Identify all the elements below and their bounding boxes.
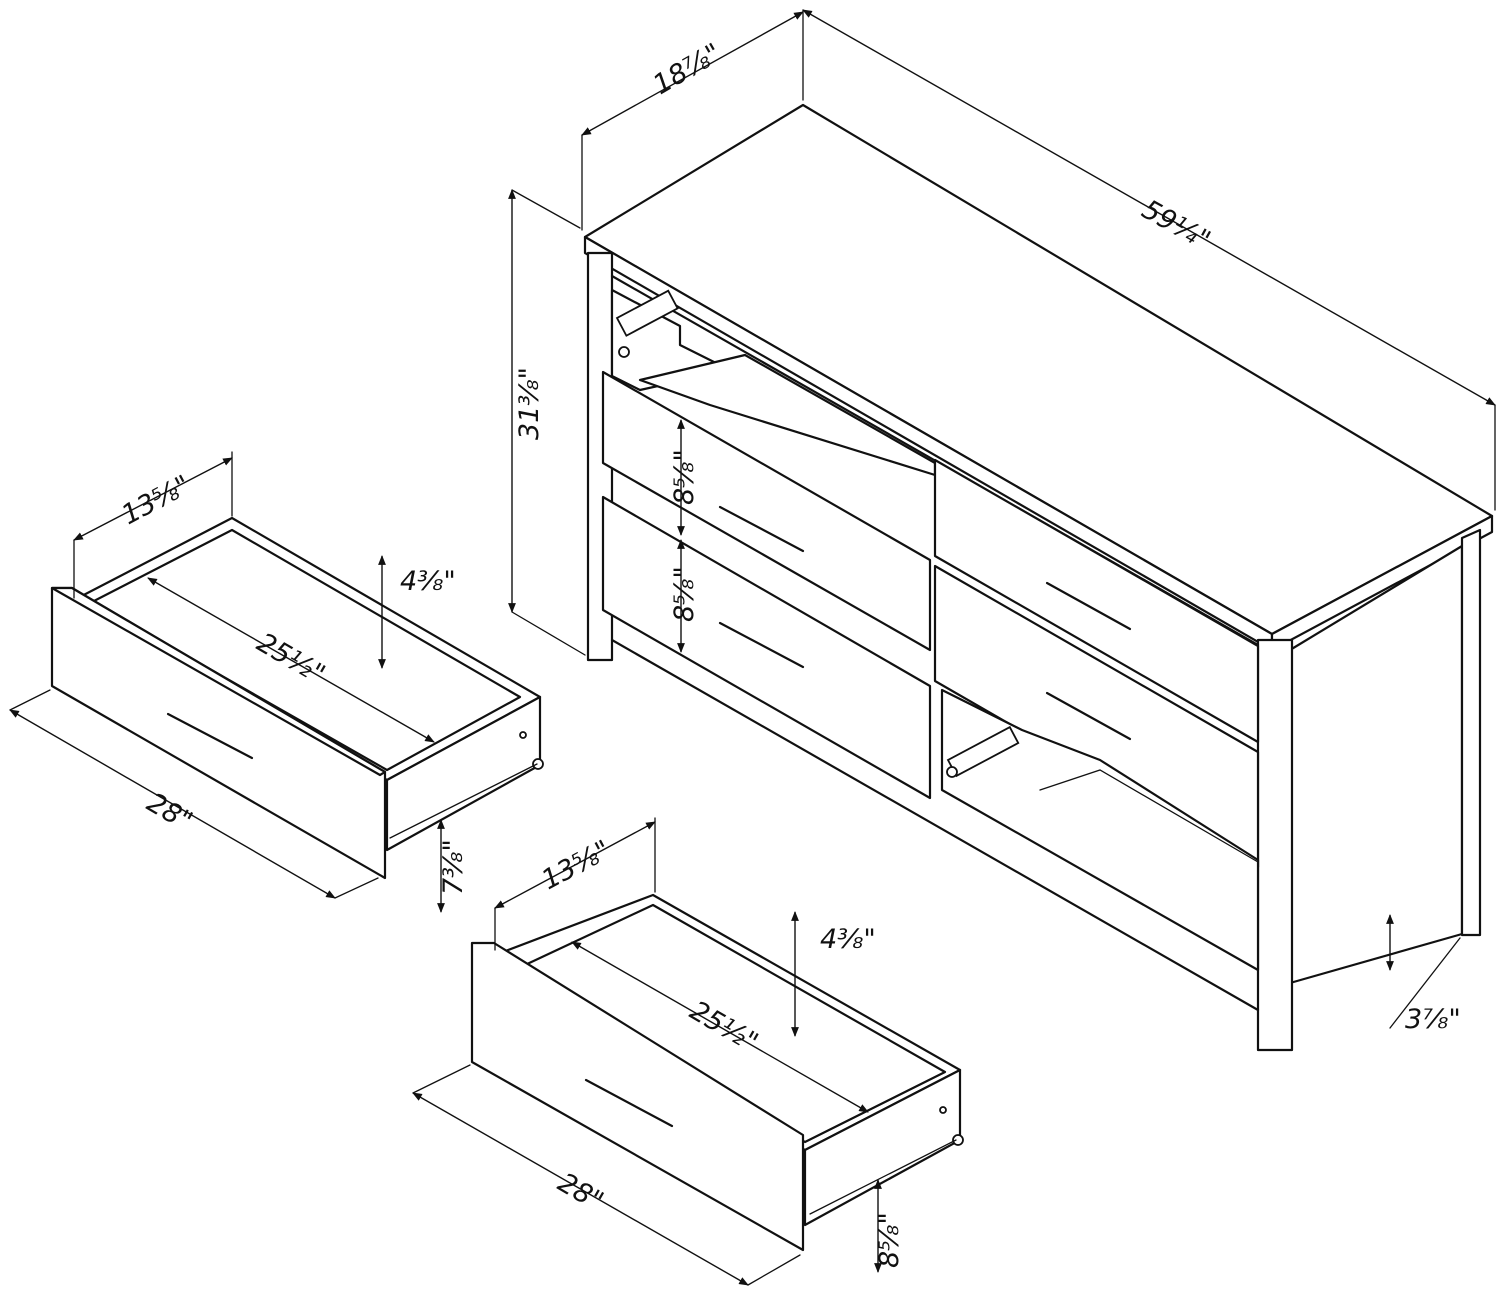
drawer-left-depth-line bbox=[73, 457, 233, 541]
drawer-bottom-depth-line bbox=[494, 821, 656, 909]
slide-roller bbox=[532, 758, 544, 770]
leg-clearance-label: 3⅞" bbox=[1405, 1004, 1461, 1035]
drawer-left-width-label: 28" bbox=[142, 787, 198, 837]
width-dimension-line bbox=[802, 9, 1496, 406]
extension-line bbox=[747, 1254, 801, 1286]
dresser-leg-back-right bbox=[1460, 528, 1482, 937]
drawer-slide-rail bbox=[809, 1139, 957, 1215]
handle-icon bbox=[1045, 581, 1132, 631]
drawer-height-bottom-label: 8⅝" bbox=[669, 566, 700, 622]
handle-icon bbox=[718, 621, 805, 669]
drawer-height-top-label: 8⅝" bbox=[669, 449, 700, 505]
drawer-left-width-line bbox=[9, 709, 336, 899]
drawer-front-top-right bbox=[933, 458, 1260, 744]
drawer-left bbox=[50, 516, 544, 880]
slide-roller bbox=[618, 346, 630, 358]
depth-dimension-line bbox=[581, 11, 804, 136]
drawer-left-inner-width-line bbox=[147, 577, 435, 743]
drawer-bottom-inner-width-line bbox=[571, 941, 869, 1113]
dresser-handles bbox=[718, 505, 1132, 741]
extension-line bbox=[334, 877, 379, 899]
dresser-bottom-rail bbox=[610, 638, 1260, 1012]
bottom-right-open-compartment bbox=[940, 688, 1260, 972]
drawer-bottom bbox=[470, 893, 964, 1252]
dresser-height-label: 31⅜" bbox=[514, 367, 545, 440]
slide-roller bbox=[946, 766, 958, 778]
dresser-depth-label: 18⅞" bbox=[648, 38, 727, 101]
handle-icon bbox=[1045, 691, 1132, 741]
dresser bbox=[583, 103, 1494, 1052]
drawer-bottom-width-label: 28" bbox=[553, 1167, 609, 1217]
drawer-left-inner-height-label: 4⅜" bbox=[400, 566, 456, 597]
dresser-leg-front-right bbox=[1256, 638, 1294, 1052]
drawer-slide-rail bbox=[389, 763, 538, 839]
extension-line bbox=[412, 1064, 471, 1094]
drawer-slide-upper-left bbox=[615, 289, 679, 337]
screw-icon bbox=[519, 731, 527, 739]
screw-icon bbox=[939, 1106, 947, 1114]
extension-line bbox=[9, 689, 51, 711]
extension-line bbox=[511, 189, 581, 229]
slide-roller bbox=[952, 1134, 964, 1146]
handle-icon bbox=[718, 505, 805, 553]
drawer-left-depth-label: 13⅝" bbox=[117, 470, 196, 532]
drawer-left-front-height-label: 7⅜" bbox=[438, 839, 469, 895]
extension-line bbox=[511, 611, 586, 656]
drawer-bottom-width-line bbox=[412, 1092, 749, 1286]
extension-line bbox=[1389, 937, 1461, 1029]
drawer-bottom-inner-height-label: 4⅜" bbox=[820, 924, 876, 955]
dresser-width-label: 59¼" bbox=[1137, 194, 1216, 256]
drawer-bottom-depth-label: 13⅝" bbox=[537, 835, 616, 897]
compartment-inner-edge bbox=[1039, 769, 1259, 863]
drawer-bottom-front-height-label: 8⅝" bbox=[874, 1212, 905, 1268]
